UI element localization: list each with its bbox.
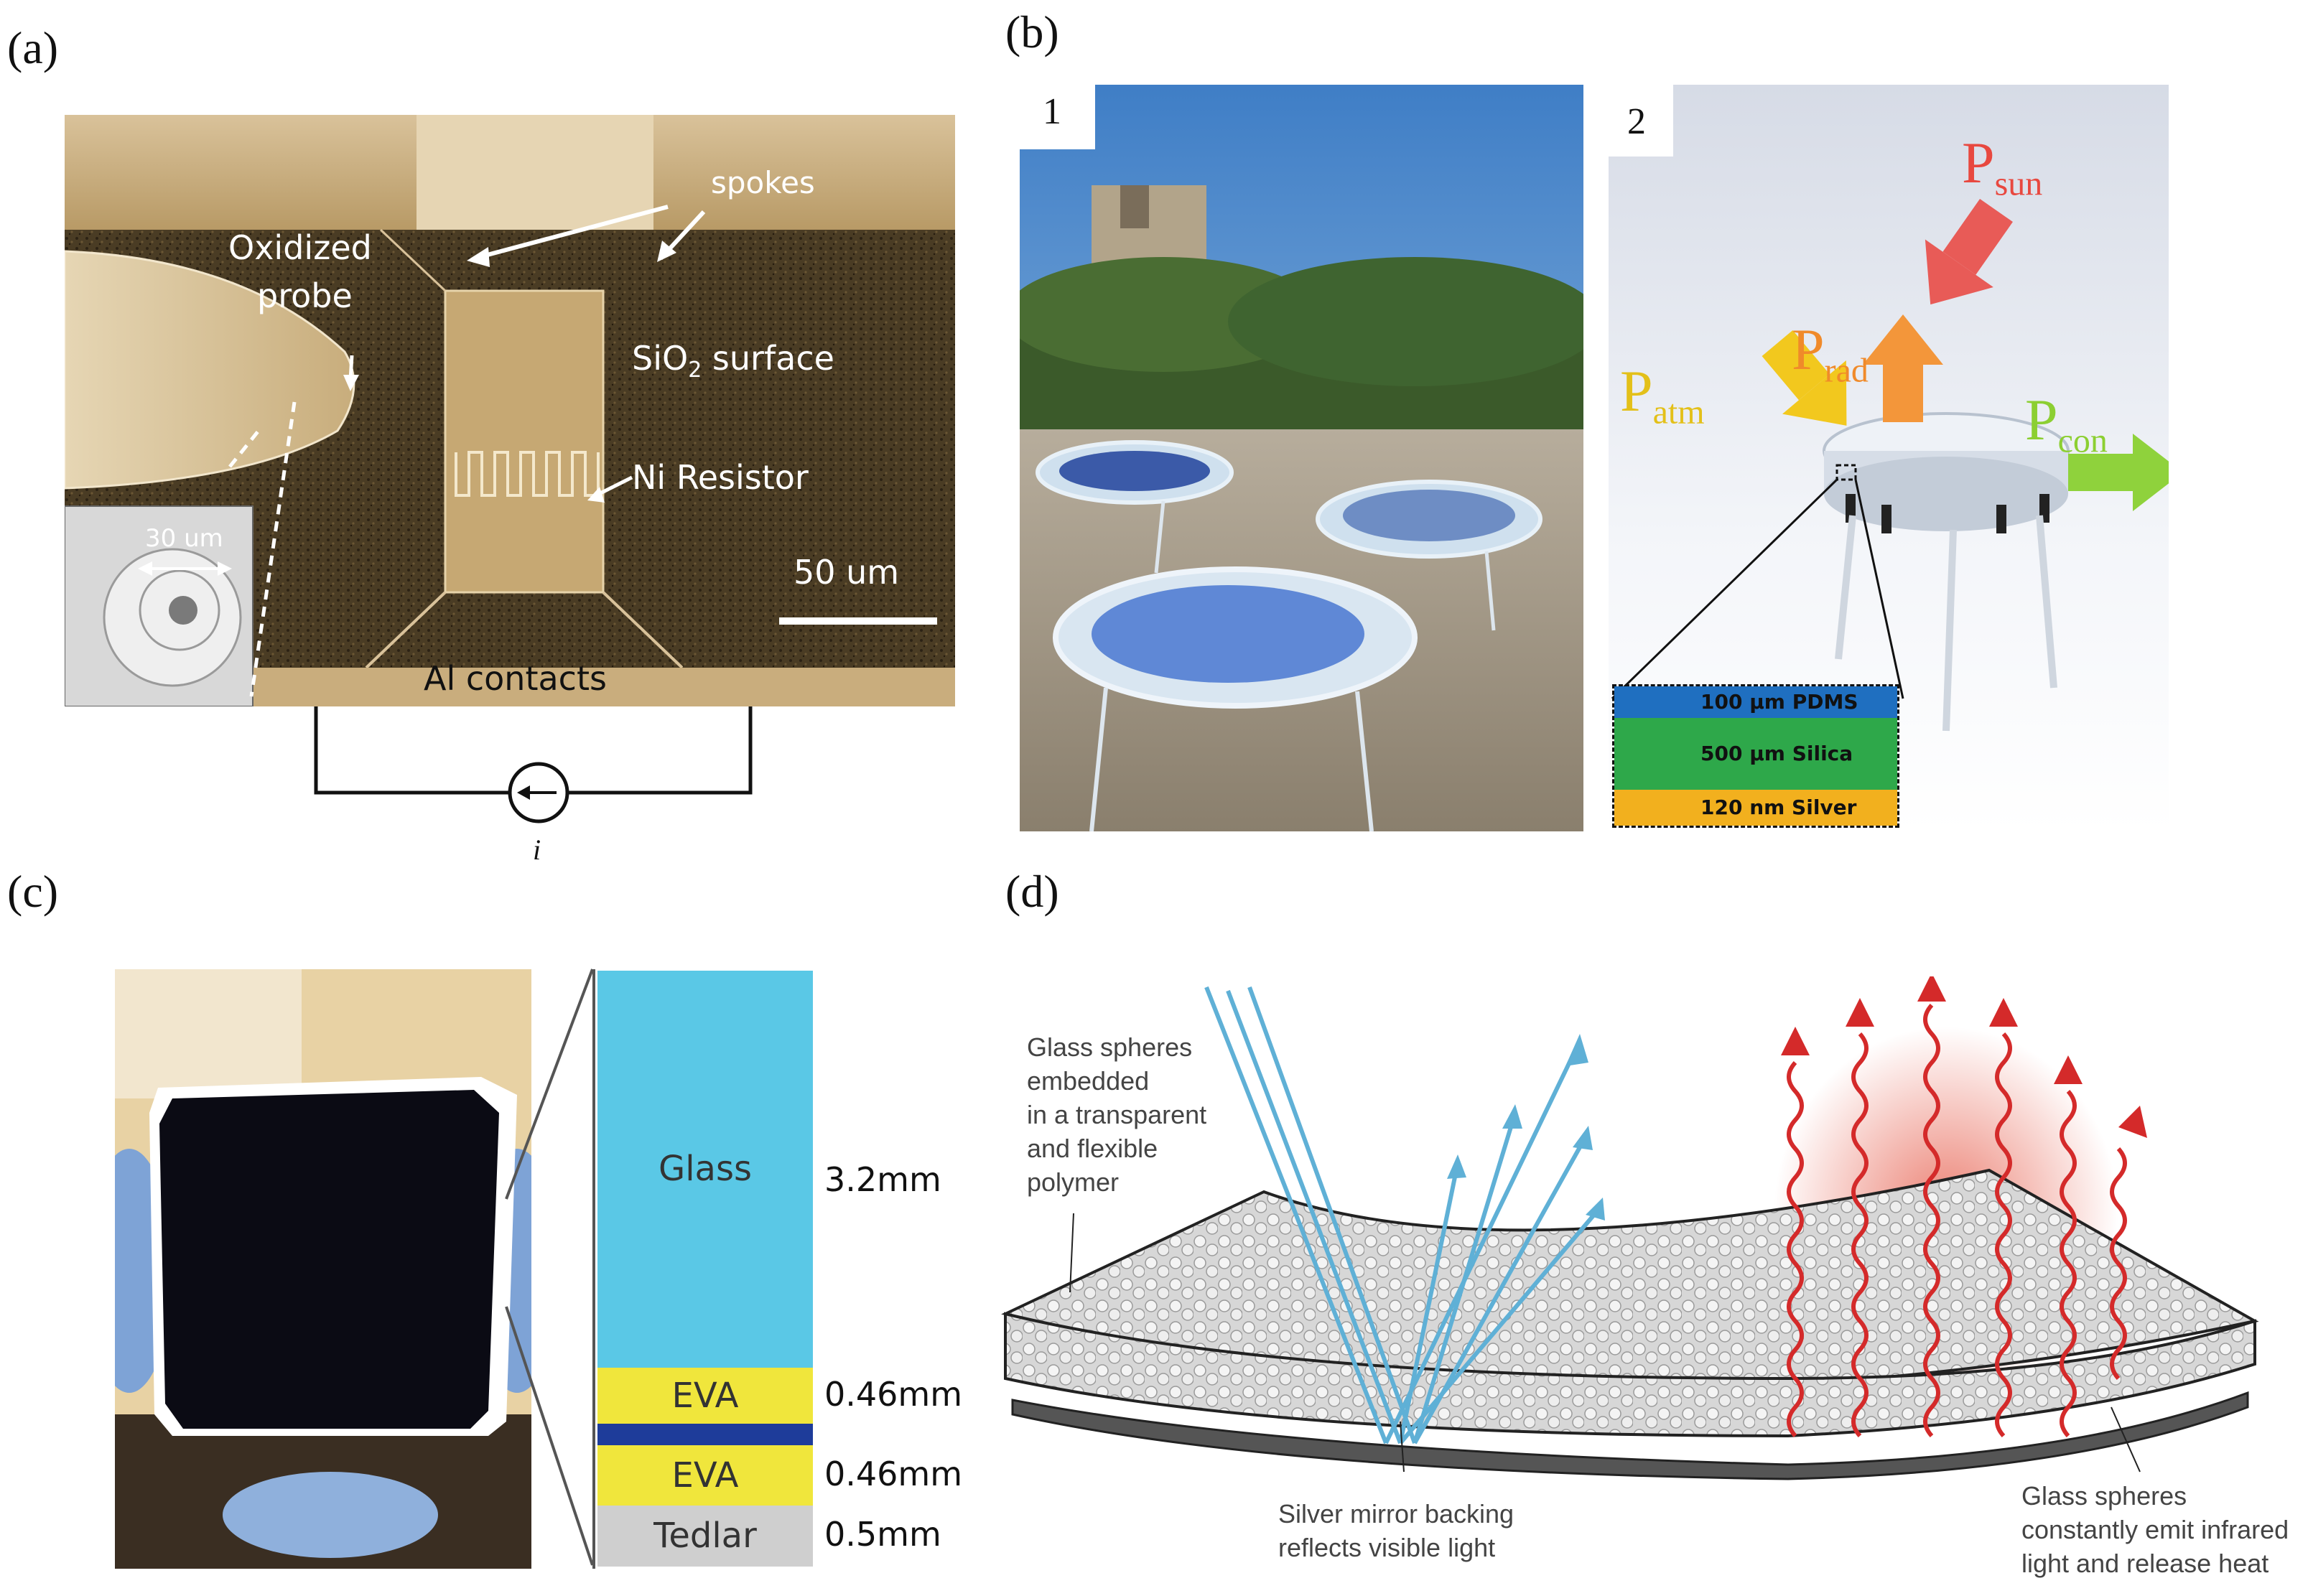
layer-silica: 500 µm Silica bbox=[1614, 718, 1897, 790]
module-layer-stack: Glass EVA EVA Tedlar bbox=[597, 971, 813, 1567]
label-p-atm: Patm bbox=[1620, 358, 1705, 431]
p-con-sub: con bbox=[2057, 421, 2108, 460]
connector-bar bbox=[592, 969, 595, 1569]
rooftop-photo-drawing bbox=[1020, 85, 1583, 831]
label-inset-scale: 30 um bbox=[145, 524, 223, 553]
layer-eva-bottom: EVA bbox=[597, 1445, 813, 1506]
p-rad-main: P bbox=[1792, 317, 1825, 382]
solar-cell-photo-drawing bbox=[115, 969, 531, 1569]
rooftop-photo: 1 bbox=[1020, 85, 1583, 831]
label-al-contacts: Al contacts bbox=[424, 659, 607, 698]
schematic-drawing bbox=[1611, 198, 2169, 732]
metamaterial-diagram bbox=[1001, 976, 2259, 1480]
sem-micrograph: spokes Oxidized probe SiO2 surface Ni Re… bbox=[65, 115, 955, 706]
layer-pdms: 100 µm PDMS bbox=[1614, 686, 1897, 718]
thickness-eva-top: 0.46mm bbox=[824, 1375, 963, 1414]
panel-b: 1 bbox=[1020, 85, 2169, 831]
caption-line-1: Glass spheres bbox=[1027, 1032, 1193, 1062]
label-p-con: Pcon bbox=[2025, 386, 2108, 460]
sio2-subscript: 2 bbox=[688, 358, 702, 383]
subpanel-1-number: 1 bbox=[1020, 85, 1095, 149]
thickness-eva-bottom: 0.46mm bbox=[824, 1455, 963, 1493]
solar-cell-photo bbox=[115, 969, 531, 1569]
label-sio2-surface: SiO2 surface bbox=[632, 339, 834, 383]
p-atm-main: P bbox=[1620, 358, 1653, 424]
caption-mirror-line-1: Silver mirror backing bbox=[1278, 1499, 1514, 1529]
caption-emit-line-2: constantly emit infrared bbox=[2021, 1515, 2289, 1544]
caption-silver-mirror: Silver mirror backing reflects visible l… bbox=[1278, 1497, 1514, 1564]
p-con-main: P bbox=[2025, 387, 2058, 452]
caption-mirror-line-2: reflects visible light bbox=[1278, 1533, 1496, 1562]
layer-silver: 120 nm Silver bbox=[1614, 790, 1897, 826]
caption-emit-line-1: Glass spheres bbox=[2021, 1481, 2187, 1511]
radiative-cooler-schematic: 2 Psun Prad Patm Pcon 100 µm PDMS 500 µm… bbox=[1609, 85, 2169, 831]
thickness-glass: 3.2mm bbox=[824, 1160, 941, 1199]
layer-eva-top: EVA bbox=[597, 1368, 813, 1424]
sio2-suffix: surface bbox=[702, 339, 834, 378]
label-p-sun: Psun bbox=[1962, 129, 2042, 203]
label-spokes: spokes bbox=[711, 165, 815, 200]
caption-line-2: embedded bbox=[1027, 1066, 1150, 1096]
sio2-prefix: SiO bbox=[632, 339, 689, 378]
panel-a-letter: (a) bbox=[7, 22, 59, 73]
current-source-label: i bbox=[533, 834, 541, 866]
p-sun-sub: sun bbox=[1994, 164, 2043, 203]
caption-line-4: and flexible bbox=[1027, 1134, 1158, 1163]
caption-line-5: polymer bbox=[1027, 1167, 1120, 1197]
caption-glass-spheres-emit: Glass spheres constantly emit infrared l… bbox=[2021, 1479, 2289, 1580]
layer-cell bbox=[597, 1424, 813, 1445]
layer-tedlar: Tedlar bbox=[597, 1506, 813, 1567]
subpanel-2-number: 2 bbox=[1609, 85, 1673, 157]
p-rad-sub: rad bbox=[1824, 351, 1869, 390]
label-scale-bar: 50 um bbox=[794, 553, 900, 592]
panel-c-letter: (c) bbox=[7, 866, 59, 917]
panel-b-letter: (b) bbox=[1005, 6, 1059, 57]
p-atm-sub: atm bbox=[1652, 393, 1705, 431]
measurement-circuit bbox=[314, 706, 753, 823]
label-p-rad: Prad bbox=[1792, 316, 1869, 390]
label-oxidized: Oxidized bbox=[228, 228, 372, 267]
panel-d-letter: (d) bbox=[1005, 866, 1059, 917]
p-sun-main: P bbox=[1962, 130, 1995, 195]
caption-emit-line-3: light and release heat bbox=[2021, 1549, 2269, 1578]
zoom-connector bbox=[505, 969, 594, 1566]
thickness-tedlar: 0.5mm bbox=[824, 1515, 941, 1554]
label-ni-resistor: Ni Resistor bbox=[632, 458, 809, 497]
panel-a: spokes Oxidized probe SiO2 surface Ni Re… bbox=[65, 115, 955, 866]
layer-glass: Glass bbox=[597, 971, 813, 1368]
sem-micrograph-drawing bbox=[65, 115, 955, 706]
label-probe: probe bbox=[257, 276, 353, 315]
caption-glass-spheres-embedded: Glass spheres embedded in a transparent … bbox=[1027, 1030, 1206, 1199]
caption-line-3: in a transparent bbox=[1027, 1100, 1207, 1129]
layer-stack: 100 µm PDMS 500 µm Silica 120 nm Silver bbox=[1612, 684, 1899, 828]
